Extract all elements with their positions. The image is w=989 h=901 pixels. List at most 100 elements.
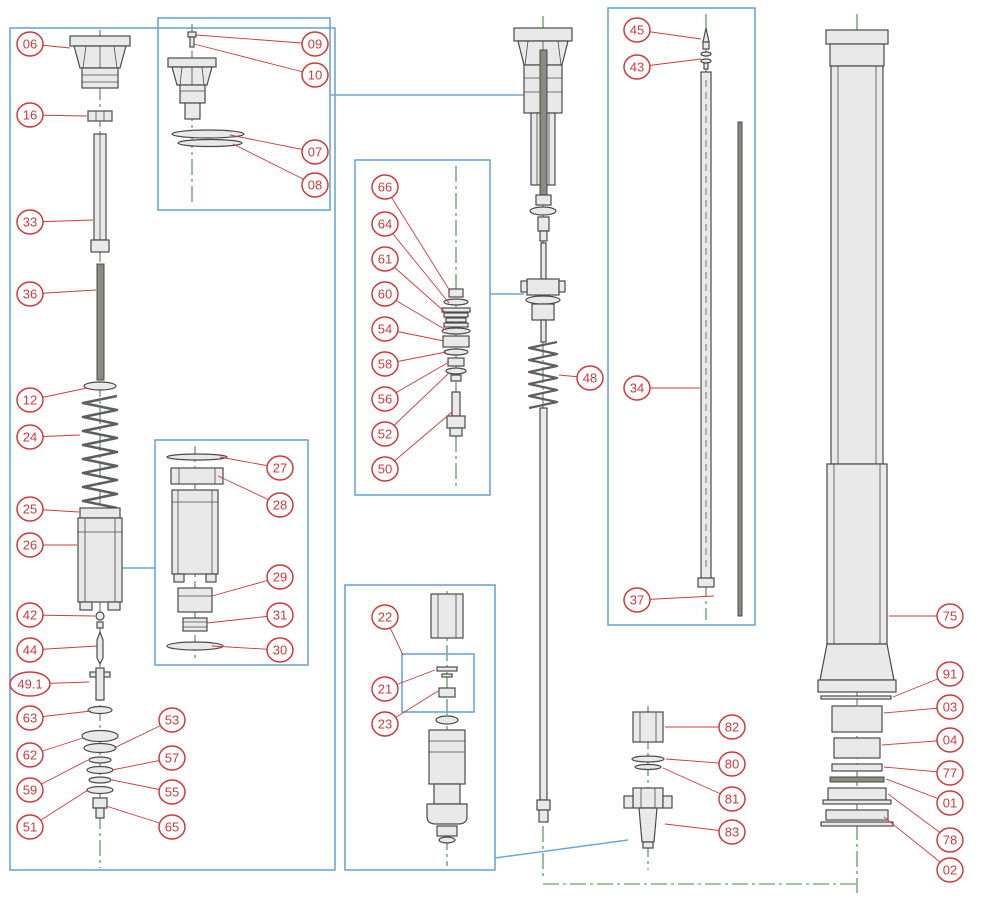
part-spring-washer: [83, 381, 117, 391]
svg-text:61: 61: [378, 252, 392, 267]
link-base-valve: [494, 839, 629, 859]
callout-55: 55: [158, 779, 186, 805]
callout-16: 16: [16, 102, 44, 128]
svg-text:23: 23: [378, 717, 392, 732]
svg-text:27: 27: [273, 461, 287, 476]
callout-60: 60: [371, 281, 399, 307]
leader-line-50: [384, 411, 453, 470]
svg-text:04: 04: [943, 733, 957, 748]
svg-text:45: 45: [630, 23, 644, 38]
callout-36: 36: [16, 281, 44, 307]
svg-text:07: 07: [308, 145, 322, 160]
svg-text:02: 02: [943, 863, 957, 878]
svg-text:62: 62: [23, 748, 37, 763]
callout-34: 34: [623, 375, 651, 401]
callout-09: 09: [301, 31, 329, 57]
group-box-cap-detail: [157, 17, 331, 211]
callout-57: 57: [158, 745, 186, 771]
svg-text:01: 01: [943, 796, 957, 811]
svg-text:49.1: 49.1: [17, 677, 42, 692]
part-seal-stack: [820, 695, 894, 827]
callout-61: 61: [371, 246, 399, 272]
callout-24: 24: [16, 424, 44, 450]
group-box-rods: [607, 7, 756, 626]
svg-text:03: 03: [943, 700, 957, 715]
svg-text:91: 91: [943, 667, 957, 682]
group-box-small-parts: [401, 653, 475, 713]
callout-83: 83: [718, 819, 746, 845]
callout-06: 06: [16, 31, 44, 57]
svg-text:36: 36: [23, 287, 37, 302]
callout-10: 10: [301, 62, 329, 88]
leader-line-52: [384, 372, 450, 435]
callout-78: 78: [936, 827, 964, 853]
svg-text:57: 57: [165, 751, 179, 766]
callout-59: 59: [16, 777, 44, 803]
svg-text:09: 09: [308, 37, 322, 52]
callout-33: 33: [16, 209, 44, 235]
leader-line-09: [195, 34, 316, 45]
callout-37: 37: [623, 587, 651, 613]
callout-54: 54: [371, 316, 399, 342]
svg-text:83: 83: [725, 825, 739, 840]
callout-29: 29: [266, 564, 294, 590]
leader-lines: [29, 29, 951, 871]
part-outer-tube: [817, 29, 897, 693]
svg-text:60: 60: [378, 287, 392, 302]
leader-line-08: [232, 143, 316, 186]
svg-text:08: 08: [308, 178, 322, 193]
svg-text:48: 48: [583, 371, 597, 386]
part-cartridge-detail: [166, 453, 228, 651]
callout-91: 91: [936, 661, 964, 687]
callout-52: 52: [371, 421, 399, 447]
part-damper-shaft: [536, 407, 551, 823]
callout-62: 62: [16, 742, 44, 768]
svg-text:55: 55: [165, 785, 179, 800]
svg-text:81: 81: [725, 792, 739, 807]
svg-text:24: 24: [23, 430, 37, 445]
part-small-fittings: [87, 611, 113, 715]
svg-text:42: 42: [23, 608, 37, 623]
part-cap-detail: [167, 31, 245, 148]
svg-text:50: 50: [378, 462, 392, 477]
callout-66: 66: [371, 174, 399, 200]
svg-text:21: 21: [378, 682, 392, 697]
callout-23: 23: [371, 711, 399, 737]
callout-22: 22: [371, 604, 399, 630]
callout-07: 07: [301, 139, 329, 165]
callout-28: 28: [266, 492, 294, 518]
svg-text:44: 44: [23, 643, 37, 658]
svg-text:82: 82: [725, 720, 739, 735]
svg-text:37: 37: [630, 593, 644, 608]
part-inner-rod: [697, 71, 715, 588]
part-piston-valve-stack: [441, 288, 471, 437]
group-box-cartridge-detail: [154, 439, 309, 666]
svg-text:12: 12: [23, 393, 37, 408]
part-fork-cap: [69, 35, 131, 89]
callout-03: 03: [936, 694, 964, 720]
callout-44: 44: [16, 637, 44, 663]
leader-line-02: [883, 816, 951, 871]
callout-80: 80: [718, 751, 746, 777]
svg-text:06: 06: [23, 37, 37, 52]
callout-43: 43: [623, 54, 651, 80]
leader-line-64: [384, 223, 450, 304]
callout-65: 65: [158, 814, 186, 840]
part-rebound-rod: [90, 133, 110, 253]
part-main-spring: [81, 394, 119, 510]
part-locknut: [87, 110, 113, 122]
svg-text:33: 33: [23, 215, 37, 230]
svg-text:54: 54: [378, 322, 392, 337]
callout-75: 75: [936, 603, 964, 629]
svg-text:43: 43: [630, 60, 644, 75]
svg-text:30: 30: [273, 643, 287, 658]
svg-text:10: 10: [308, 68, 322, 83]
part-push-rod: [96, 263, 105, 381]
leader-line-66: [384, 186, 451, 292]
svg-text:31: 31: [273, 608, 287, 623]
svg-text:16: 16: [23, 108, 37, 123]
callout-45: 45: [623, 17, 651, 43]
svg-text:26: 26: [23, 538, 37, 553]
